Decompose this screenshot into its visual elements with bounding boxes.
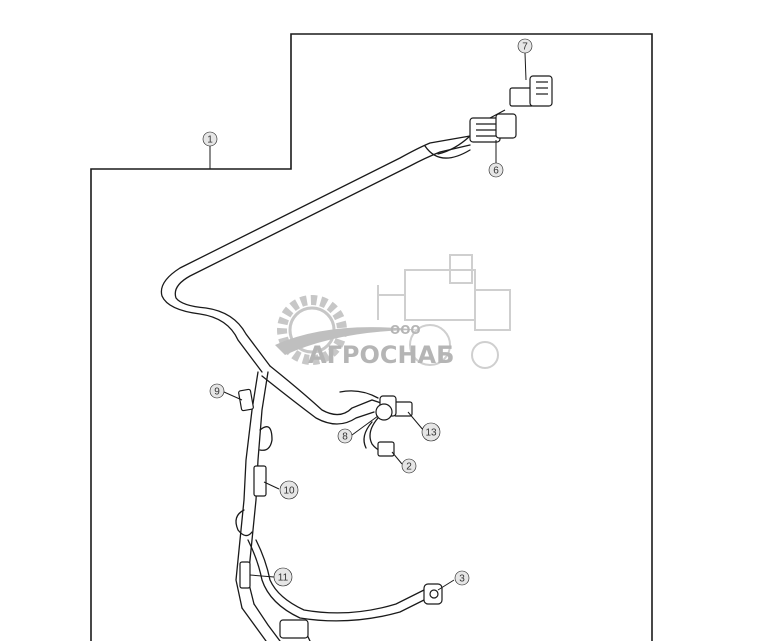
leader-lines — [209, 52, 527, 591]
callout-7: 7 — [517, 38, 533, 54]
connector-7[interactable] — [509, 75, 553, 107]
callout-1-label: 1 — [207, 135, 213, 146]
assembly-outline — [90, 33, 653, 641]
connector-3[interactable] — [423, 583, 443, 605]
connector-11[interactable] — [239, 561, 251, 589]
watermark-company-name: АГРОСНАБ — [308, 341, 454, 369]
callout-8: 8 — [337, 428, 353, 444]
harvester-icon — [377, 254, 511, 369]
callout-9-label: 9 — [214, 387, 220, 398]
callout-13: 13 — [421, 422, 441, 442]
callout-11: 11 — [273, 567, 293, 587]
connector-bottom[interactable] — [279, 619, 309, 639]
callout-6: 6 — [488, 162, 504, 178]
callout-2: 2 — [401, 458, 417, 474]
connector-9[interactable] — [238, 388, 254, 412]
callout-13-label: 13 — [425, 428, 437, 439]
callout-3: 3 — [454, 570, 470, 586]
watermark-company-form: ООО — [390, 323, 421, 337]
connector-10[interactable] — [253, 465, 267, 497]
callout-10-label: 10 — [283, 486, 295, 497]
connector-6[interactable] — [469, 109, 517, 143]
callout-10: 10 — [279, 480, 299, 500]
harness-wires — [160, 135, 471, 641]
callout-2-label: 2 — [406, 462, 412, 473]
callout-9: 9 — [209, 383, 225, 399]
callout-6-label: 6 — [493, 166, 499, 177]
swoosh-shape — [275, 327, 420, 355]
callout-7-label: 7 — [522, 42, 528, 53]
agrosnab-watermark: ООО АГРОСНАБ — [275, 254, 511, 369]
callout-8-label: 8 — [342, 432, 348, 443]
connector-2[interactable] — [377, 441, 395, 457]
callout-3-label: 3 — [459, 574, 465, 585]
connector-8[interactable] — [375, 403, 393, 421]
callout-1: 1 — [202, 131, 218, 147]
callout-11-label: 11 — [278, 573, 289, 584]
